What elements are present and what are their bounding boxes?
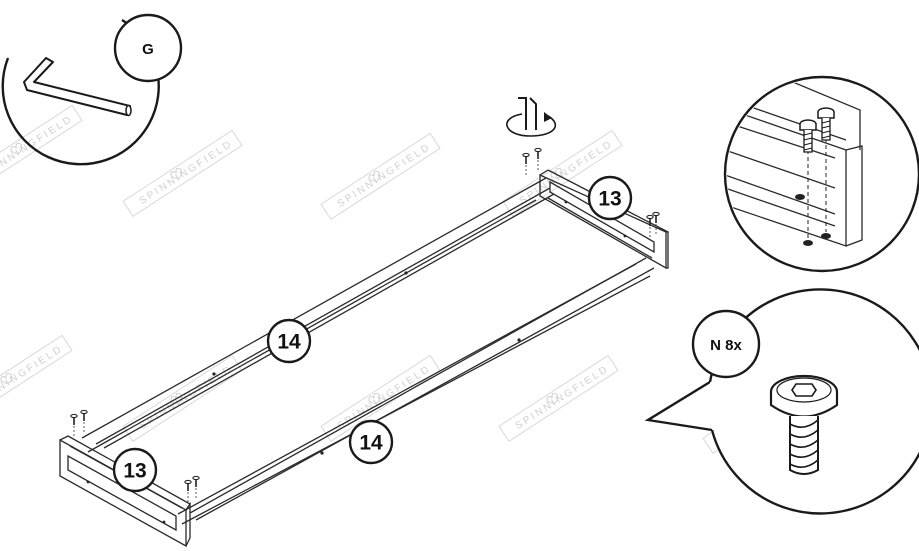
screw-icon: [533, 147, 543, 173]
watermark-logo: [320, 132, 441, 220]
screw-icon: [192, 475, 200, 501]
detail-callout: [723, 75, 919, 273]
svg-text:14: 14: [359, 432, 383, 455]
screw-icon: [70, 413, 78, 439]
tool-tag-circle: [113, 13, 183, 83]
part-label-13-back: 13: [587, 175, 633, 221]
screw-icon: [645, 214, 655, 240]
watermark-logo: [498, 354, 619, 442]
screw-icon: [769, 374, 839, 475]
screw-icon: [184, 479, 192, 505]
svg-text:14: 14: [277, 331, 301, 354]
watermark-logo: [0, 104, 83, 192]
watermark-logo: [122, 129, 243, 217]
screw-icon: [799, 119, 817, 153]
rotate-arrow-icon: [506, 97, 557, 137]
part-label-13-front: 13: [112, 447, 158, 493]
screw-label: N 8x: [710, 337, 742, 354]
svg-text:13: 13: [123, 460, 146, 483]
frame-assembly: [59, 97, 669, 548]
part-label-14-left: 14: [266, 318, 312, 364]
tool-label: G: [142, 41, 154, 58]
svg-text:13: 13: [598, 188, 621, 211]
screw-callout: N 8x: [644, 288, 919, 515]
watermark-logo: [0, 334, 73, 422]
screw-icon: [817, 107, 835, 141]
rail-holes: [86, 200, 627, 524]
screw-tag-circle: [691, 309, 761, 379]
tool-callout: G: [1, 13, 183, 166]
screw-icon: [521, 152, 531, 178]
allen-key-icon: [23, 57, 132, 117]
part-label-14-right: 14: [348, 419, 394, 465]
screw-icon: [80, 409, 88, 435]
